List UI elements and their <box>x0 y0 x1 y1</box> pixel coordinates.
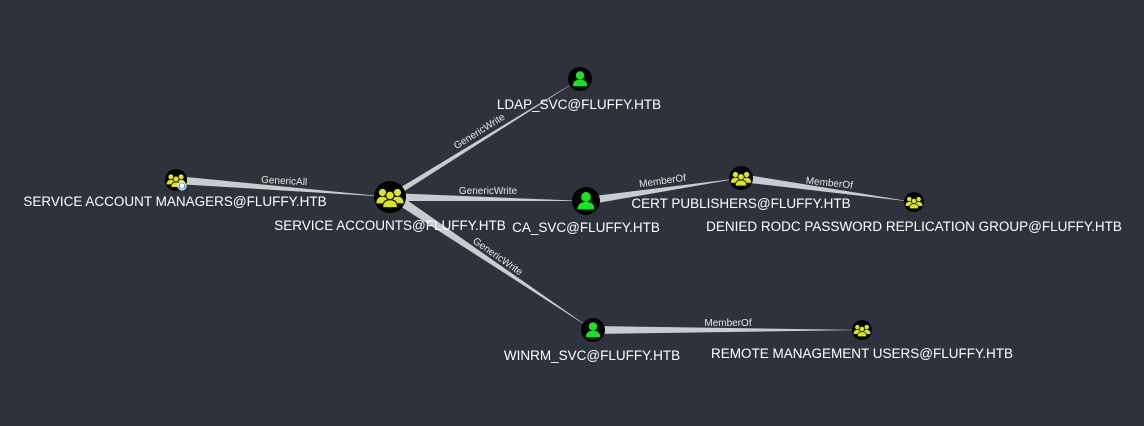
node-service-account-managers[interactable]: SERVICE ACCOUNT MANAGERS@FLUFFY.HTB <box>23 169 327 209</box>
edge-label: GenericWrite <box>470 236 524 279</box>
edge-sa-to-ca[interactable]: GenericWrite <box>390 186 586 201</box>
node-ca-svc[interactable]: CA_SVC@FLUFFY.HTB <box>512 187 660 235</box>
node-ldap-svc[interactable]: LDAP_SVC@FLUFFY.HTB <box>497 67 661 112</box>
node-winrm-svc[interactable]: WINRM_SVC@FLUFFY.HTB <box>504 318 680 363</box>
node-label: REMOTE MANAGEMENT USERS@FLUFFY.HTB <box>711 346 1013 361</box>
node-service-accounts[interactable]: SERVICE ACCOUNTS@FLUFFY.HTB <box>274 181 506 233</box>
node-label: CA_SVC@FLUFFY.HTB <box>512 220 660 235</box>
edge-label: MemberOf <box>805 176 853 192</box>
edge-label: GenericAll <box>261 175 308 188</box>
edge-sa-to-winrm[interactable]: GenericWrite <box>386 191 593 330</box>
node-label: SERVICE ACCOUNTS@FLUFFY.HTB <box>274 218 506 233</box>
node-remote-management-users[interactable]: REMOTE MANAGEMENT USERS@FLUFFY.HTB <box>711 320 1013 361</box>
edge-cert-to-denied[interactable]: MemberOf <box>741 174 914 202</box>
node-label: SERVICE ACCOUNT MANAGERS@FLUFFY.HTB <box>23 194 326 209</box>
owned-badge-icon <box>177 181 187 191</box>
edge-sam-to-sa[interactable]: GenericAll <box>176 175 390 197</box>
edge-label: MemberOf <box>704 318 751 329</box>
edge-label: GenericWrite <box>459 186 518 197</box>
edge-winrm-to-rmu[interactable]: MemberOf <box>593 318 862 334</box>
node-label: DENIED RODC PASSWORD REPLICATION GROUP@F… <box>706 219 1122 234</box>
node-label: WINRM_SVC@FLUFFY.HTB <box>504 348 680 363</box>
node-label: CERT PUBLISHERS@FLUFFY.HTB <box>631 196 850 211</box>
nodes-layer: LDAP_SVC@FLUFFY.HTB SERVICE ACCOUNT MANA… <box>23 67 1122 363</box>
node-cert-publishers[interactable]: CERT PUBLISHERS@FLUFFY.HTB <box>631 166 851 211</box>
node-label: LDAP_SVC@FLUFFY.HTB <box>497 97 661 112</box>
node-denied-rodc-group[interactable]: DENIED RODC PASSWORD REPLICATION GROUP@F… <box>706 192 1122 234</box>
edge-label: GenericWrite <box>452 112 508 152</box>
